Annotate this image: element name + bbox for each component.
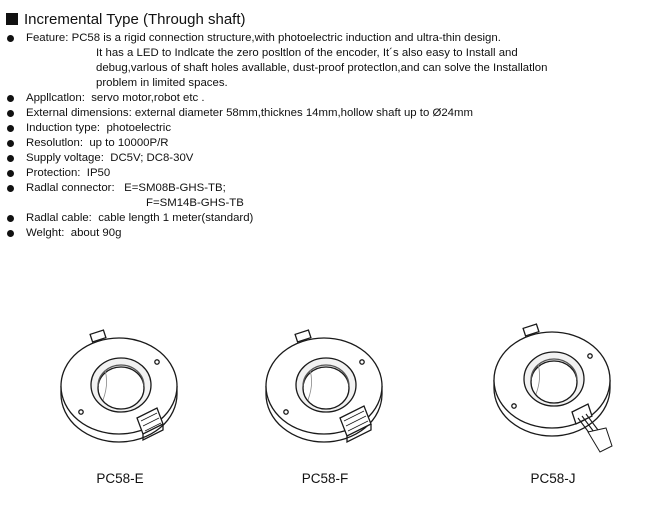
- section-title: Incremental Type (Through shaft): [6, 11, 246, 29]
- spec-item-resolution: Resolutlon: up to 10000P/R: [5, 136, 645, 151]
- spec-item-radial-connector: Radlal connector: E=SM08B-GHS-TB; F=SM14…: [5, 181, 645, 211]
- feature-label: Feature:: [26, 32, 69, 44]
- caption-pc58-j: PC58-J: [530, 471, 576, 486]
- spec-item-protection: Protection: IP50: [5, 166, 645, 181]
- product-image-pc58-f: [250, 300, 400, 460]
- spec-item-weight: Welght: about 90g: [5, 226, 645, 241]
- caption-pc58-e: PC58-E: [96, 471, 144, 486]
- square-bullet-icon: [6, 13, 18, 25]
- connector-value-f: F=SM14B-GHS-TB: [146, 197, 244, 209]
- connector-value-e: E=SM08B-GHS-TB;: [124, 182, 226, 194]
- spec-item-application: Appllcatlon: servo motor,robot etc .: [5, 91, 645, 106]
- feature-line-2: It has a LED to Indlcate the zero posltl…: [96, 47, 518, 59]
- spec-item-voltage: Supply voltage: DC5V; DC8-30V: [5, 151, 645, 166]
- product-image-pc58-e: [45, 300, 195, 460]
- feature-line-4: problem in limited spaces.: [96, 77, 228, 89]
- encoder-ring-cable-icon: [493, 323, 613, 453]
- spec-list: Feature: PC58 is a rigid connection stru…: [5, 31, 645, 241]
- caption-pc58-f: PC58-F: [301, 471, 349, 486]
- encoder-ring-connector-icon: [265, 329, 383, 444]
- product-image-pc58-j: [478, 300, 628, 460]
- encoder-ring-connector-icon: [60, 329, 178, 443]
- feature-line-3: debug,varlous of shaft holes avallable, …: [96, 62, 548, 74]
- feature-line-1: PC58 is a rigid connection structure,wit…: [71, 32, 501, 44]
- spec-item-dimensions: External dimensions: external diameter 5…: [5, 106, 645, 121]
- spec-item-feature: Feature: PC58 is a rigid connection stru…: [5, 31, 645, 91]
- spec-item-induction: Induction type: photoelectric: [5, 121, 645, 136]
- spec-item-radial-cable: Radlal cable: cable length 1 meter(stand…: [5, 211, 645, 226]
